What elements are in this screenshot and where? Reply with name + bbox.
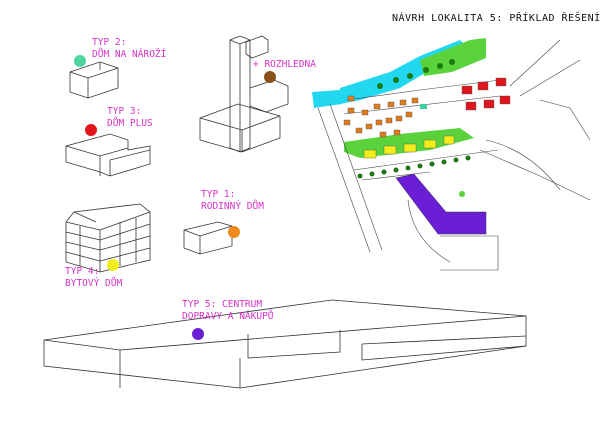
- typ4-marker: [107, 259, 119, 271]
- typ2-label-line2: DŮM NA NÁROŽÍ: [92, 49, 167, 60]
- typ1-label: TYP 1: RODINNÝ DŮM: [201, 189, 264, 213]
- typ5-marker: [192, 328, 204, 340]
- typ4-label-line2: BYTOVÝ DŮM: [65, 278, 123, 289]
- typ1-label-line2: RODINNÝ DŮM: [201, 201, 264, 212]
- typ2-marker: [74, 55, 86, 67]
- typ5-label: TYP 5: CENTRUM DOPRAVY A NÁKUPŮ: [182, 299, 274, 323]
- diagram-title: NÁVRH LOKALITA 5: PŘÍKLAD ŘEŠENÍ: [392, 13, 600, 24]
- typ4-label: TYP 4: BYTOVÝ DŮM: [65, 266, 122, 290]
- typ3-label: TYP 3: DŮM PLUS: [107, 106, 153, 130]
- typ5-label-line2: DOPRAVY A NÁKUPŮ: [182, 311, 274, 322]
- typ2-label-line1: TYP 2:: [92, 37, 127, 48]
- map-typ5-center: [395, 173, 487, 235]
- typ5-center-model: [43, 299, 527, 389]
- map-trees: [357, 59, 471, 179]
- map-typ1-houses: [343, 95, 419, 138]
- typ1-house-model: [183, 221, 233, 255]
- typ5-label-line1: TYP 5: CENTRUM: [182, 299, 263, 310]
- typ1-marker: [228, 226, 240, 238]
- rozhledna-label: + ROZHLEDNA: [253, 59, 316, 70]
- typ4-apartment-model: [65, 203, 151, 273]
- typ3-marker: [85, 124, 97, 136]
- rozhledna-marker: [264, 71, 276, 83]
- typ1-label-line1: TYP 1:: [201, 189, 236, 200]
- typ2-house-model: [69, 61, 119, 99]
- typ3-label-line2: DŮM PLUS: [107, 118, 153, 129]
- map-roads: [317, 39, 591, 271]
- typ4-label-line1: TYP 4:: [65, 266, 100, 277]
- map-typ4-blocks: [363, 135, 455, 159]
- map-typ3-houses: [461, 77, 511, 111]
- typ3-house-model: [65, 133, 151, 177]
- typ2-label: TYP 2: DŮM NA NÁROŽÍ: [92, 37, 166, 61]
- typ3-label-line1: TYP 3:: [107, 106, 142, 117]
- map-typ2-house: [420, 104, 427, 109]
- map-green-areas: [344, 38, 486, 197]
